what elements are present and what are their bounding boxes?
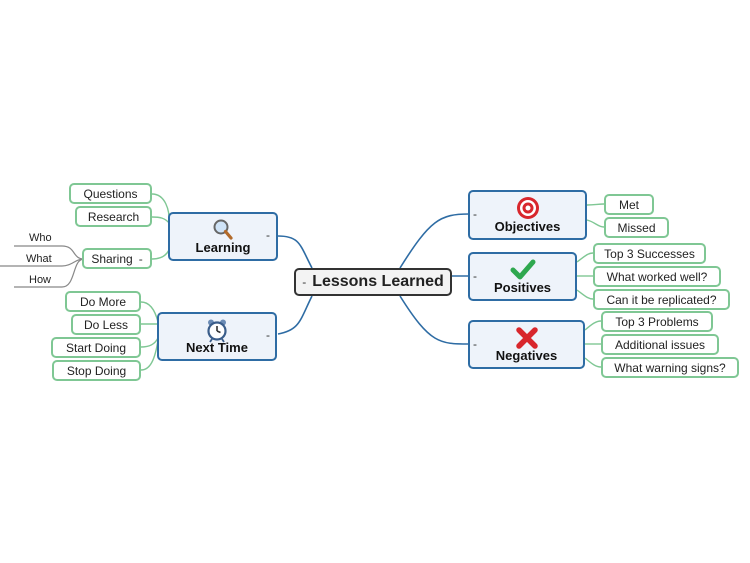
link-learning-questions	[151, 193, 170, 224]
subtopic-what-worked-well[interactable]: What worked well?	[593, 266, 721, 287]
subtopic-top-3-successes[interactable]: Top 3 Successes	[593, 243, 706, 264]
topic-objectives-label: Objectives	[494, 219, 561, 234]
topic-next-time-label: Next Time	[186, 340, 248, 355]
link-central-objectives	[399, 213, 470, 269]
subtopic-do-more[interactable]: Do More	[65, 291, 141, 312]
subtopic-stop-doing[interactable]: Stop Doing	[52, 360, 141, 381]
subtopic-stop-doing-label: Stop Doing	[66, 363, 127, 378]
magnifier-icon	[213, 219, 233, 240]
subtopic-additional-issues-label: Additional issues	[614, 337, 706, 352]
collapse-toggle-positives[interactable]: -	[473, 269, 477, 283]
subtopic-questions-label: Questions	[83, 186, 138, 201]
topic-negatives[interactable]: Negatives	[468, 320, 585, 369]
link-positives-replicated	[576, 289, 594, 300]
topic-objectives[interactable]: Objectives	[468, 190, 587, 240]
link-central-negatives	[399, 295, 470, 345]
link-nexttime-domore	[140, 301, 159, 323]
subtopic-additional-issues[interactable]: Additional issues	[601, 334, 719, 355]
subtopic-can-it-be-replicated-label: Can it be replicated?	[606, 292, 717, 307]
topic-next-time[interactable]: Next Time	[157, 312, 277, 361]
subtopic-met[interactable]: Met	[604, 194, 654, 215]
topic-learning-label: Learning	[195, 240, 251, 255]
subtopic-top-3-problems[interactable]: Top 3 Problems	[601, 311, 713, 332]
subtopic-missed-label: Missed	[617, 220, 656, 235]
leaf-what[interactable]: What	[26, 253, 52, 265]
leaf-how[interactable]: How	[29, 274, 52, 286]
collapse-toggle-sharing[interactable]: -	[138, 251, 143, 266]
link-learning-sharing	[151, 249, 170, 260]
subtopic-do-less-label: Do Less	[83, 317, 129, 332]
subtopic-start-doing-label: Start Doing	[65, 340, 127, 355]
subtopic-start-doing[interactable]: Start Doing	[51, 337, 141, 358]
link-sharing-who	[14, 245, 85, 260]
link-objectives-missed	[586, 219, 605, 228]
topic-negatives-label: Negatives	[495, 348, 558, 363]
link-objectives-met	[586, 203, 605, 206]
link-positives-top3	[576, 252, 594, 263]
collapse-toggle-next-time[interactable]: -	[266, 328, 270, 342]
link-learning-research	[151, 216, 170, 224]
subtopic-do-less[interactable]: Do Less	[71, 314, 141, 335]
subtopic-met-label: Met	[618, 197, 639, 212]
collapse-toggle-objectives[interactable]: -	[473, 207, 477, 221]
subtopic-missed[interactable]: Missed	[604, 217, 669, 238]
collapse-toggle-learning[interactable]: -	[266, 228, 270, 242]
subtopic-what-warning-signs[interactable]: What warning signs?	[601, 357, 739, 378]
subtopic-research-label: Research	[87, 209, 140, 224]
subtopic-do-more-label: Do More	[79, 294, 126, 309]
collapse-toggle-central[interactable]: -	[302, 275, 307, 289]
subtopic-top-3-successes-label: Top 3 Successes	[604, 246, 695, 261]
subtopic-what-worked-well-label: What worked well?	[606, 269, 708, 284]
red-cross-icon	[515, 327, 538, 349]
topic-positives[interactable]: Positives	[468, 252, 577, 301]
link-central-next-time	[277, 295, 313, 335]
subtopic-research[interactable]: Research	[75, 206, 152, 227]
topic-positives-label: Positives	[493, 280, 552, 295]
subtopic-questions[interactable]: Questions	[69, 183, 152, 204]
link-central-learning	[277, 235, 313, 269]
link-negatives-warning	[584, 357, 602, 368]
central-topic[interactable]: - Lessons Learned	[294, 268, 452, 296]
alarm-clock-icon	[207, 319, 227, 343]
subtopic-sharing[interactable]: Sharing -	[82, 248, 152, 269]
link-sharing-how	[14, 258, 85, 288]
link-negatives-top3	[584, 320, 602, 331]
subtopic-can-it-be-replicated[interactable]: Can it be replicated?	[593, 289, 730, 310]
green-check-icon	[510, 259, 535, 280]
leaf-who[interactable]: Who	[29, 232, 52, 244]
link-nexttime-stopdoing	[140, 339, 159, 371]
central-topic-label: Lessons Learned	[312, 273, 444, 290]
subtopic-what-warning-signs-label: What warning signs?	[614, 360, 726, 375]
topic-learning[interactable]: Learning	[168, 212, 278, 261]
link-nexttime-startdoing	[140, 337, 159, 348]
subtopic-top-3-problems-label: Top 3 Problems	[615, 314, 699, 329]
subtopic-sharing-label: Sharing	[91, 251, 133, 266]
collapse-toggle-negatives[interactable]: -	[473, 337, 477, 351]
target-icon	[516, 197, 539, 219]
